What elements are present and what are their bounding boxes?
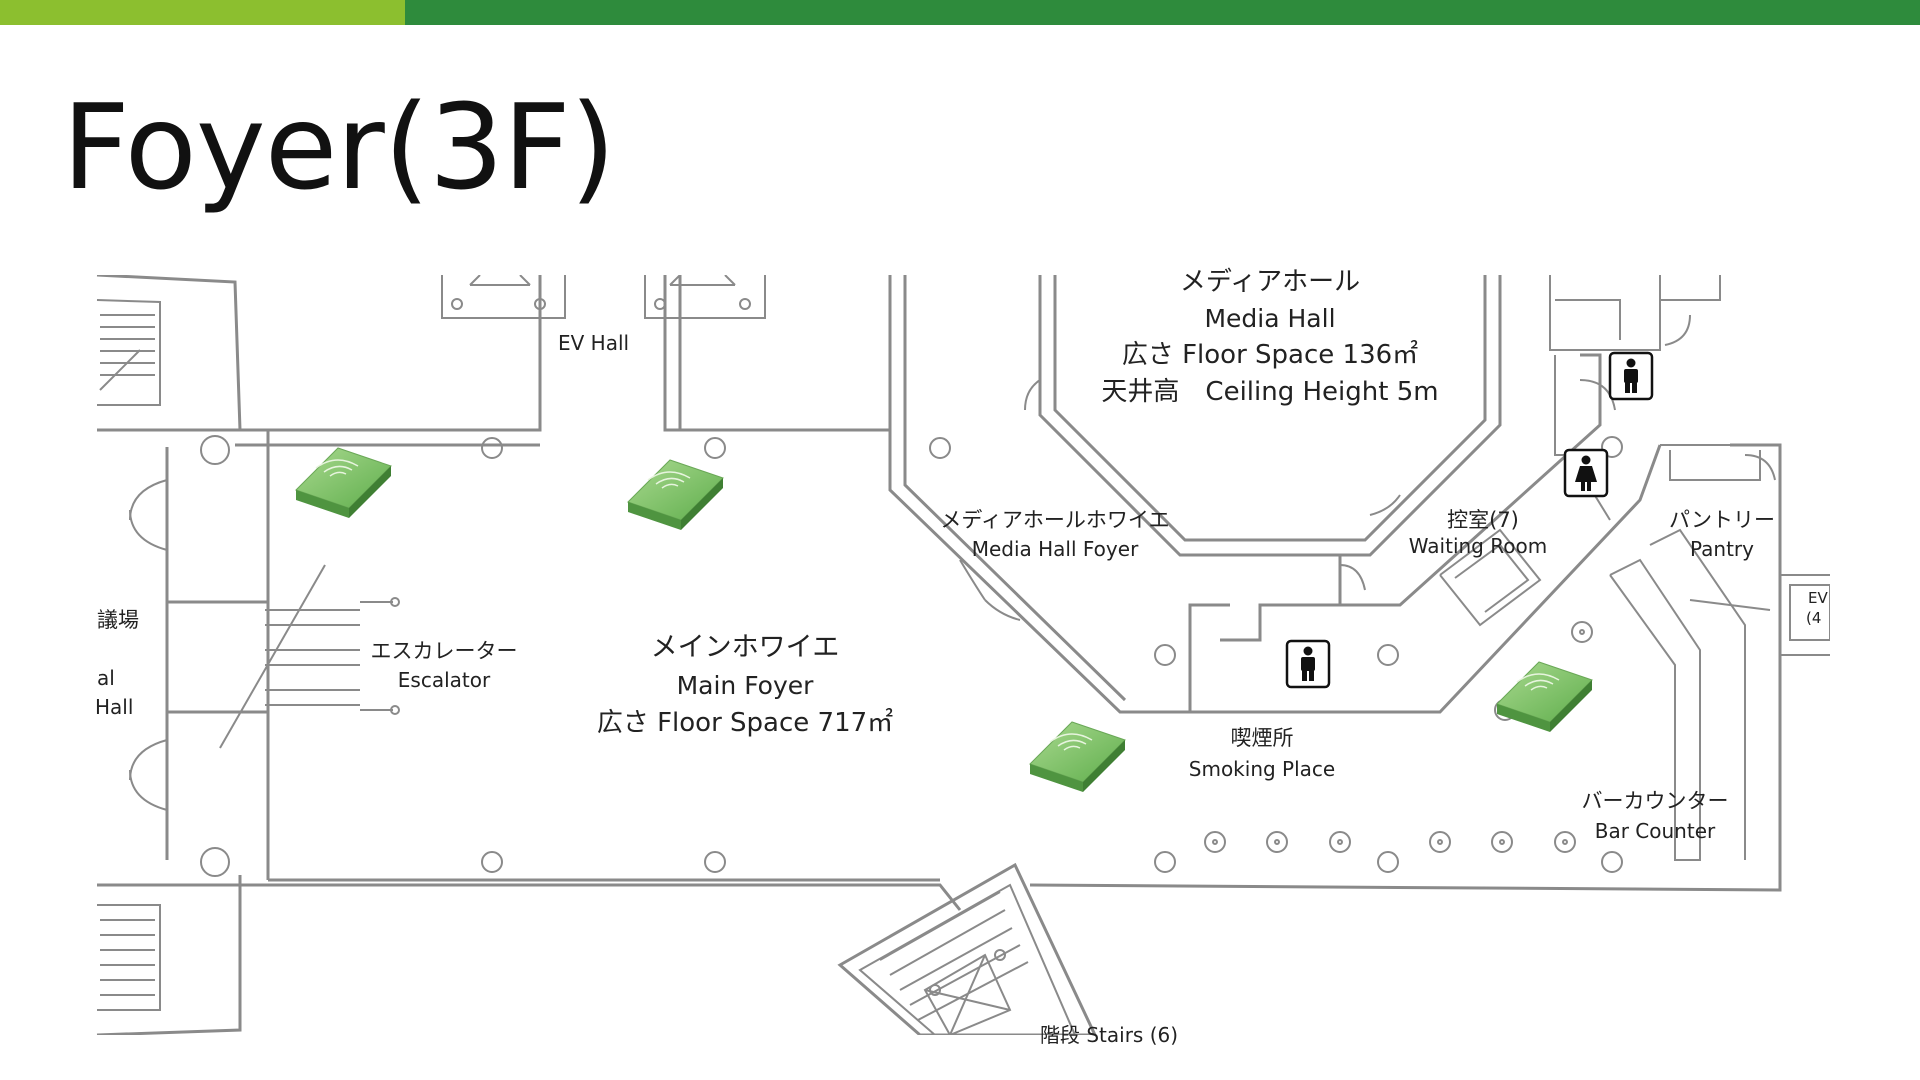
label-waiting-en: Waiting Room — [1409, 534, 1547, 558]
stairwell-bottom-left — [96, 883, 242, 1035]
restroom-men-icon — [1285, 639, 1331, 689]
label-pantry-jp: パントリー — [1669, 508, 1775, 532]
map-labels: EV Hall メディアホール Media Hall 広さ Floor Spac… — [95, 267, 1828, 1047]
label-media-foyer-en: Media Hall Foyer — [972, 537, 1139, 561]
top-accent-bar — [0, 0, 1920, 25]
stairwell-top-left — [96, 275, 242, 432]
label-left-jp: 議場 — [97, 608, 139, 632]
restroom-men-icon — [1608, 351, 1654, 401]
main-foyer-walls — [235, 275, 1782, 911]
label-escalator-jp: エスカレーター — [371, 639, 518, 663]
label-ev-hall: EV Hall — [558, 331, 629, 355]
label-smoking-jp: 喫煙所 — [1231, 726, 1294, 750]
label-smoking-en: Smoking Place — [1189, 757, 1335, 781]
wifi-spot-icon — [627, 459, 724, 530]
right-ev-stub — [1780, 574, 1830, 656]
wifi-spot-icon — [295, 447, 392, 518]
label-media-hall-jp: メディアホール — [1180, 267, 1360, 297]
label-ev-right-1: EV — [1808, 589, 1828, 607]
media-hall-walls — [959, 275, 1502, 621]
label-media-hall-area: 広さ Floor Space 136㎡ — [1122, 340, 1418, 370]
columns — [481, 436, 1623, 873]
label-main-foyer-area: 広さ Floor Space 717㎡ — [597, 708, 893, 738]
label-stairs: 階段 Stairs (6) — [1040, 1023, 1178, 1047]
label-left-en2: Hall — [95, 695, 133, 719]
stairwell-bottom-center — [837, 862, 1097, 1035]
label-waiting-jp: 控室(7) — [1447, 508, 1519, 532]
ev-hall-boxes — [441, 275, 766, 319]
top-accent-bar-dark — [405, 0, 1920, 25]
page-title: Foyer(3F) — [62, 78, 616, 216]
label-media-hall-ceiling: 天井高 Ceiling Height 5m — [1101, 377, 1438, 407]
label-bar-jp: バーカウンター — [1582, 789, 1729, 813]
bar-counter — [1609, 528, 1771, 861]
restroom-women-icon — [1563, 448, 1609, 498]
label-pantry-en: Pantry — [1690, 537, 1754, 561]
label-escalator-en: Escalator — [398, 668, 491, 692]
wifi-spot-icon — [1029, 721, 1126, 792]
smoking-place-walls — [1188, 275, 1780, 712]
label-bar-en: Bar Counter — [1595, 819, 1716, 843]
top-accent-bar-light — [0, 0, 405, 25]
escalator-area — [219, 564, 400, 749]
label-ev-right-2: (4 — [1806, 609, 1821, 627]
label-main-foyer-jp: メインホワイエ — [651, 632, 840, 663]
wifi-spot-icon — [1496, 661, 1593, 732]
label-main-foyer-en: Main Foyer — [677, 671, 815, 700]
left-corridor — [129, 430, 270, 880]
label-left-en1: al — [97, 666, 115, 690]
label-media-hall-en: Media Hall — [1204, 304, 1335, 333]
label-media-foyer-jp: メディアホールホワイエ — [940, 508, 1169, 532]
